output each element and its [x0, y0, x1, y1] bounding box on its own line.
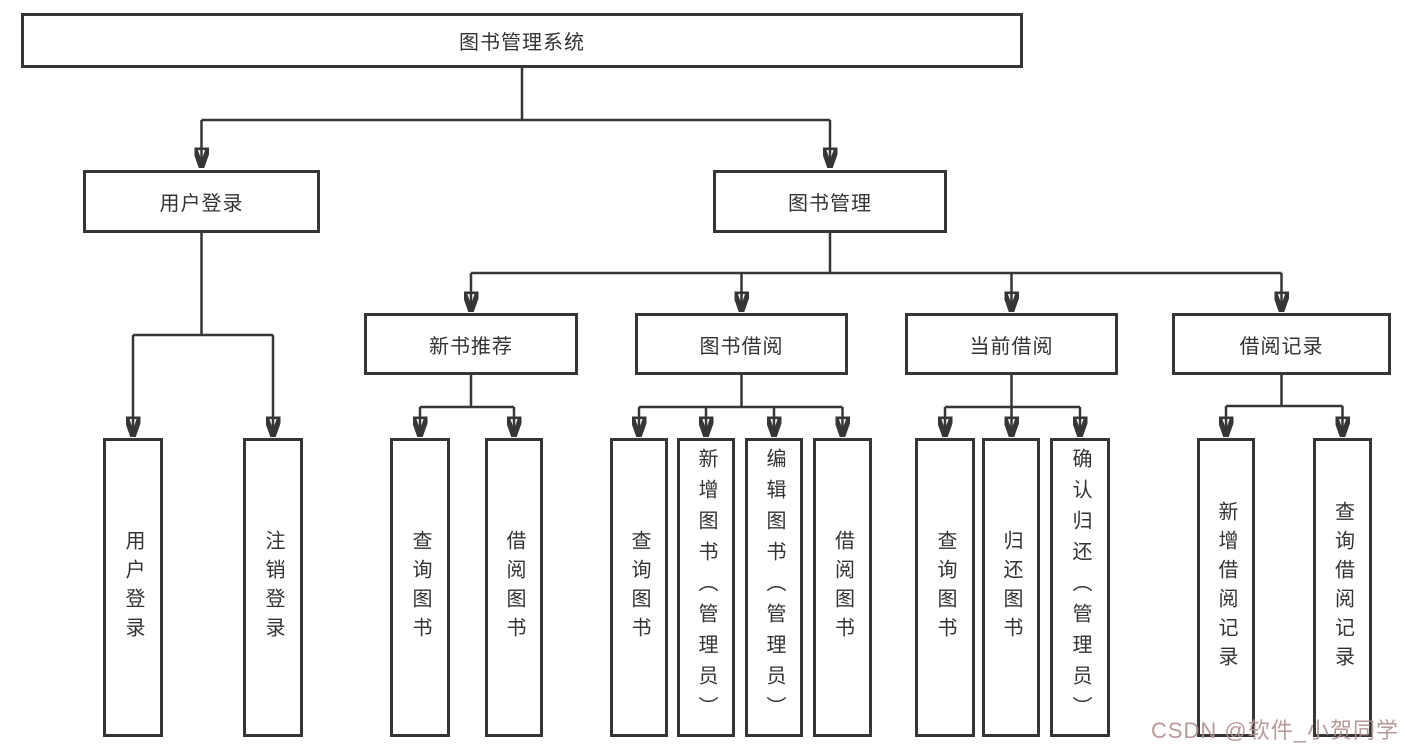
node-label: 用户登录 — [159, 193, 244, 215]
node-leaf-logout: 注销登录 — [243, 438, 303, 737]
node-leaf-query-borrow-record: 查询借阅记录 — [1313, 438, 1372, 737]
node-label: 查询借阅记录 — [1331, 500, 1354, 675]
node-label: 归还图书 — [1000, 529, 1022, 646]
node-label: 新书推荐 — [429, 335, 513, 358]
node-label: 注销登录 — [262, 529, 284, 646]
node-label: 查询图书 — [628, 529, 650, 646]
node-leaf-return-books: 归还图书 — [982, 438, 1040, 737]
node-book-management: 图书管理 — [713, 170, 947, 233]
node-label: 用户登录 — [122, 529, 144, 646]
node-leaf-borrow-books-2: 借阅图书 — [813, 438, 872, 737]
node-label: 图书管理 — [788, 193, 872, 215]
node-library-management-system: 图书管理系统 — [21, 13, 1023, 68]
node-book-borrowing: 图书借阅 — [635, 313, 848, 375]
node-label: 查询图书 — [409, 529, 431, 646]
node-label: 查询图书 — [934, 529, 956, 646]
node-leaf-query-books-3: 查询图书 — [915, 438, 975, 737]
node-leaf-confirm-return-admin: 确认归还（管理员） — [1050, 438, 1110, 737]
node-leaf-add-books-admin: 新增图书（管理员） — [677, 438, 735, 737]
node-leaf-borrow-books-1: 借阅图书 — [485, 438, 543, 737]
node-label: 图书借阅 — [699, 335, 784, 358]
csdn-watermark: CSDN @软件_小贺同学 — [1150, 718, 1399, 743]
node-leaf-add-borrow-record: 新增借阅记录 — [1197, 438, 1255, 737]
node-leaf-query-books-1: 查询图书 — [390, 438, 450, 737]
node-leaf-query-books-2: 查询图书 — [610, 438, 668, 737]
node-borrowing-records: 借阅记录 — [1172, 313, 1391, 375]
node-label: 当前借阅 — [969, 335, 1054, 358]
node-leaf-user-login: 用户登录 — [103, 438, 163, 737]
node-user-login: 用户登录 — [83, 170, 320, 233]
node-label: 图书管理系统 — [459, 32, 585, 54]
node-label: 确认归还（管理员） — [1069, 448, 1091, 727]
node-current-borrowing: 当前借阅 — [905, 313, 1118, 375]
node-label: 新增图书（管理员） — [695, 448, 717, 727]
node-label: 借阅记录 — [1239, 335, 1324, 358]
node-leaf-edit-books-admin: 编辑图书（管理员） — [745, 438, 803, 737]
node-label: 新增借阅记录 — [1215, 500, 1237, 675]
node-label: 借阅图书 — [503, 529, 525, 646]
node-label: 编辑图书（管理员） — [763, 448, 785, 727]
node-label: 借阅图书 — [831, 529, 854, 646]
node-new-book-recommendation: 新书推荐 — [364, 313, 578, 375]
